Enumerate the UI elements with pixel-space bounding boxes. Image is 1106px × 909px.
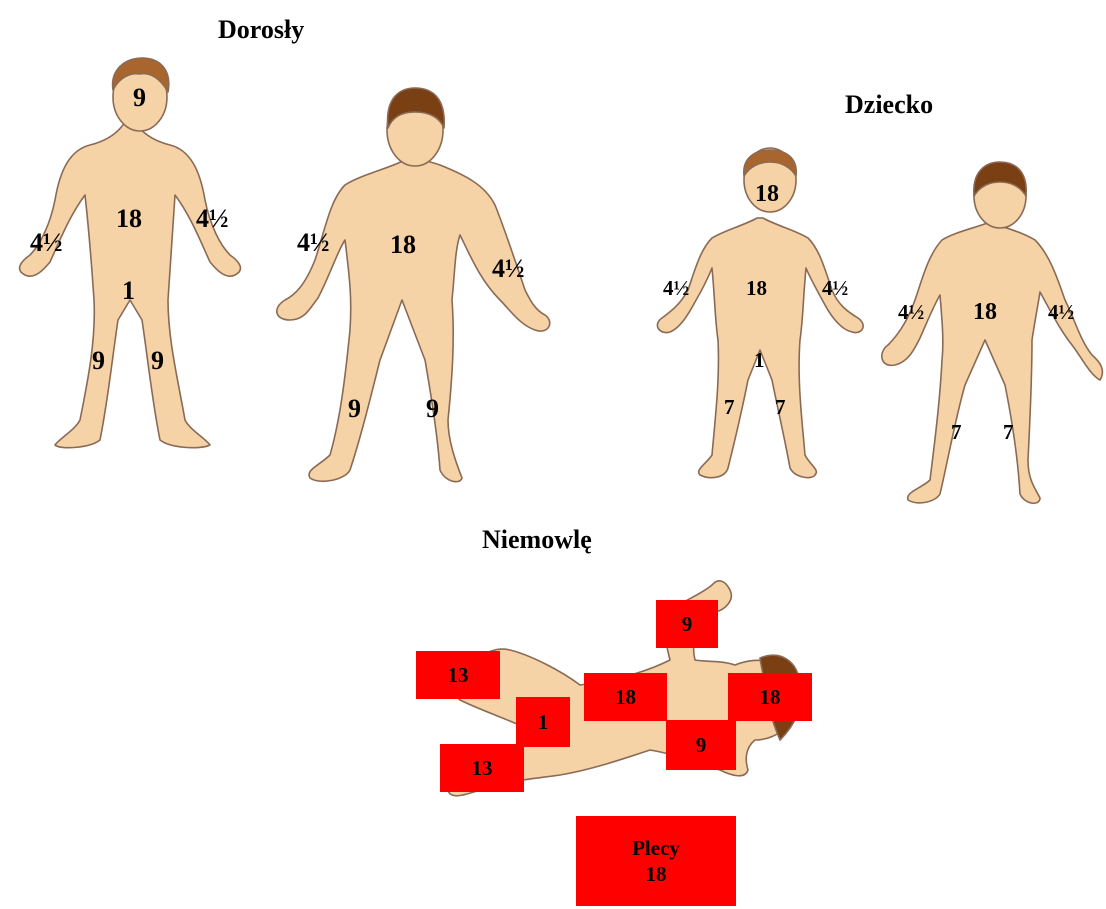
child-front-left-arm-value: 4½ (663, 278, 689, 299)
child-front-groin-value: 1 (754, 350, 765, 371)
infant-head-box: 18 (728, 673, 812, 721)
infant-lower-arm-box: 9 (666, 720, 736, 770)
infant-upper-leg-value: 13 (448, 662, 469, 688)
adult-front-right-leg-value: 9 (151, 348, 164, 374)
infant-torso-value: 18 (615, 684, 636, 710)
child-back-right-leg-value: 7 (1003, 422, 1014, 443)
adult-back-right-leg-value: 9 (426, 396, 439, 422)
infant-groin-box: 1 (516, 697, 570, 747)
adult-back-right-arm-value: 4½ (492, 256, 525, 282)
infant-back-label: Plecy (632, 835, 680, 861)
child-front-right-arm-value: 4½ (822, 278, 848, 299)
child-front-head-value: 18 (755, 182, 779, 206)
infant-lower-leg-value: 13 (472, 755, 493, 781)
infant-back-box: Plecy 18 (576, 816, 736, 906)
child-front-chest-value: 18 (746, 278, 767, 299)
child-back-figure (882, 162, 1103, 503)
infant-upper-leg-box: 13 (416, 651, 500, 699)
infant-upper-arm-box: 9 (656, 600, 718, 648)
infant-head-value: 18 (760, 684, 781, 710)
adult-back-left-leg-value: 9 (348, 396, 361, 422)
infant-back-value: 18 (646, 861, 667, 887)
adult-back-left-arm-value: 4½ (297, 230, 330, 256)
adult-front-left-leg-value: 9 (92, 348, 105, 374)
child-back-torso-value: 18 (973, 300, 997, 324)
child-front-right-leg-value: 7 (775, 397, 786, 418)
adult-front-right-arm-value: 4½ (196, 206, 229, 232)
infant-upper-arm-value: 9 (682, 611, 693, 637)
child-back-left-arm-value: 4½ (898, 302, 924, 323)
infant-lower-leg-box: 13 (440, 744, 524, 792)
infant-lower-arm-value: 9 (696, 732, 707, 758)
adult-back-torso-value: 18 (390, 232, 416, 258)
child-back-left-leg-value: 7 (951, 422, 962, 443)
adult-front-groin-value: 1 (122, 278, 135, 304)
adult-front-chest-value: 18 (116, 206, 142, 232)
adult-back-figure (277, 88, 550, 482)
infant-groin-value: 1 (538, 709, 549, 735)
child-back-right-arm-value: 4½ (1048, 302, 1074, 323)
child-front-left-leg-value: 7 (724, 397, 735, 418)
adult-front-head-value: 9 (133, 85, 146, 111)
adult-front-left-arm-value: 4½ (30, 230, 63, 256)
infant-torso-box: 18 (584, 673, 667, 721)
